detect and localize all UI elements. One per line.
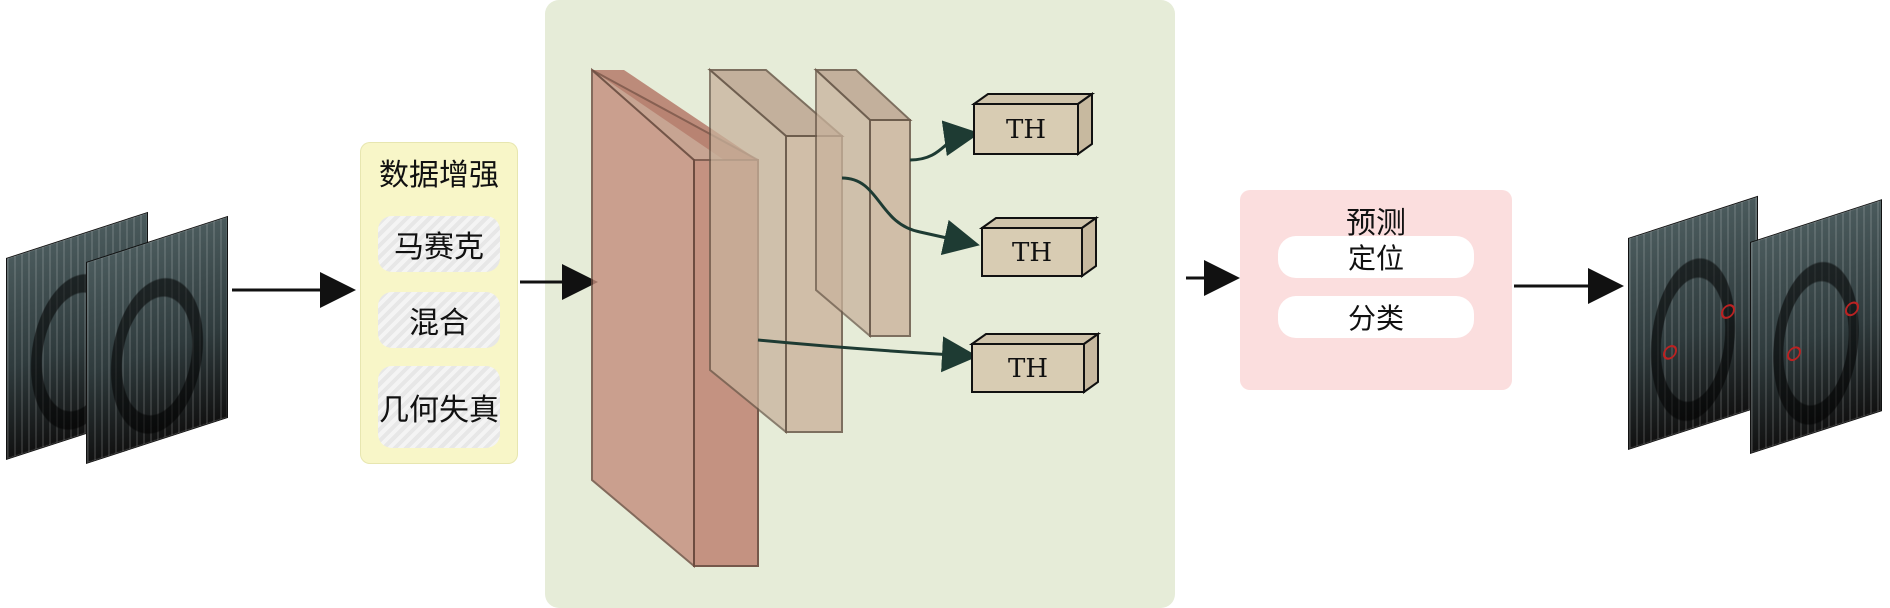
prediction-item-classification: 分类 [1278,296,1474,338]
th-label-1: TH [1006,115,1046,145]
feature-map-small [813,67,913,339]
prediction-item-localization: 定位 [1278,236,1474,278]
augmentation-panel: 数据增强 马赛克 混合 几何失真 [360,142,518,464]
prediction-panel: 预测 定位 分类 [1240,190,1512,390]
connection-to-th-top [909,120,980,162]
augmentation-item-mosaic: 马赛克 [378,216,500,272]
th-block-2: TH [978,216,1100,278]
augmentation-title: 数据增强 [379,158,499,193]
th-block-3: TH [968,332,1102,394]
th-block-1: TH [970,92,1096,156]
connection-to-th-bottom [757,336,978,373]
th-label-3: TH [1008,354,1048,384]
augmentation-item-geometric-distortion: 几何失真 [378,366,500,448]
th-label-2: TH [1012,238,1052,268]
prediction-title: 预测 [1346,206,1406,241]
connection-to-th-middle [841,176,980,256]
augmentation-item-mixup: 混合 [378,292,500,348]
